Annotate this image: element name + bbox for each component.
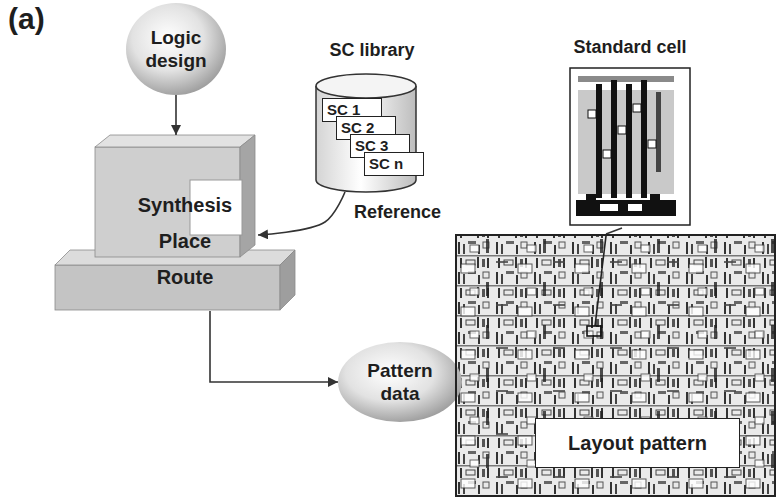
node-label: Pattern data bbox=[354, 359, 446, 405]
node-label: Layout pattern bbox=[535, 418, 740, 468]
process-bubble: Pattern data bbox=[338, 342, 462, 422]
cell-name: SC n bbox=[365, 153, 423, 173]
edge-label: Reference bbox=[352, 201, 443, 223]
tool-block bbox=[55, 135, 295, 310]
cell-card: SC n bbox=[364, 152, 424, 176]
layout-texture bbox=[457, 236, 774, 495]
flow-arrow bbox=[175, 95, 177, 135]
cell-picture-box: Standard cell bbox=[552, 36, 708, 228]
pattern-bubble bbox=[338, 342, 462, 422]
tool-box: Synthesis Place Route bbox=[55, 135, 295, 311]
node-label: Standard cell bbox=[552, 36, 708, 58]
logic-bubble bbox=[126, 3, 226, 95]
node-label: Synthesis Place Route bbox=[130, 187, 240, 295]
standard-cell-picture bbox=[570, 68, 690, 225]
panel-label: (a) bbox=[8, 2, 45, 36]
library-cylinder: SC librarySC 1SC 2SC 3SC n bbox=[312, 40, 432, 192]
node-label: Logic design bbox=[136, 26, 216, 72]
flow-arrow bbox=[210, 311, 338, 382]
flow-arrow bbox=[258, 192, 345, 235]
process-bubble: Logic design bbox=[126, 3, 226, 95]
layout-frame: Layout pattern bbox=[455, 234, 776, 497]
node-label: SC library bbox=[300, 40, 444, 61]
